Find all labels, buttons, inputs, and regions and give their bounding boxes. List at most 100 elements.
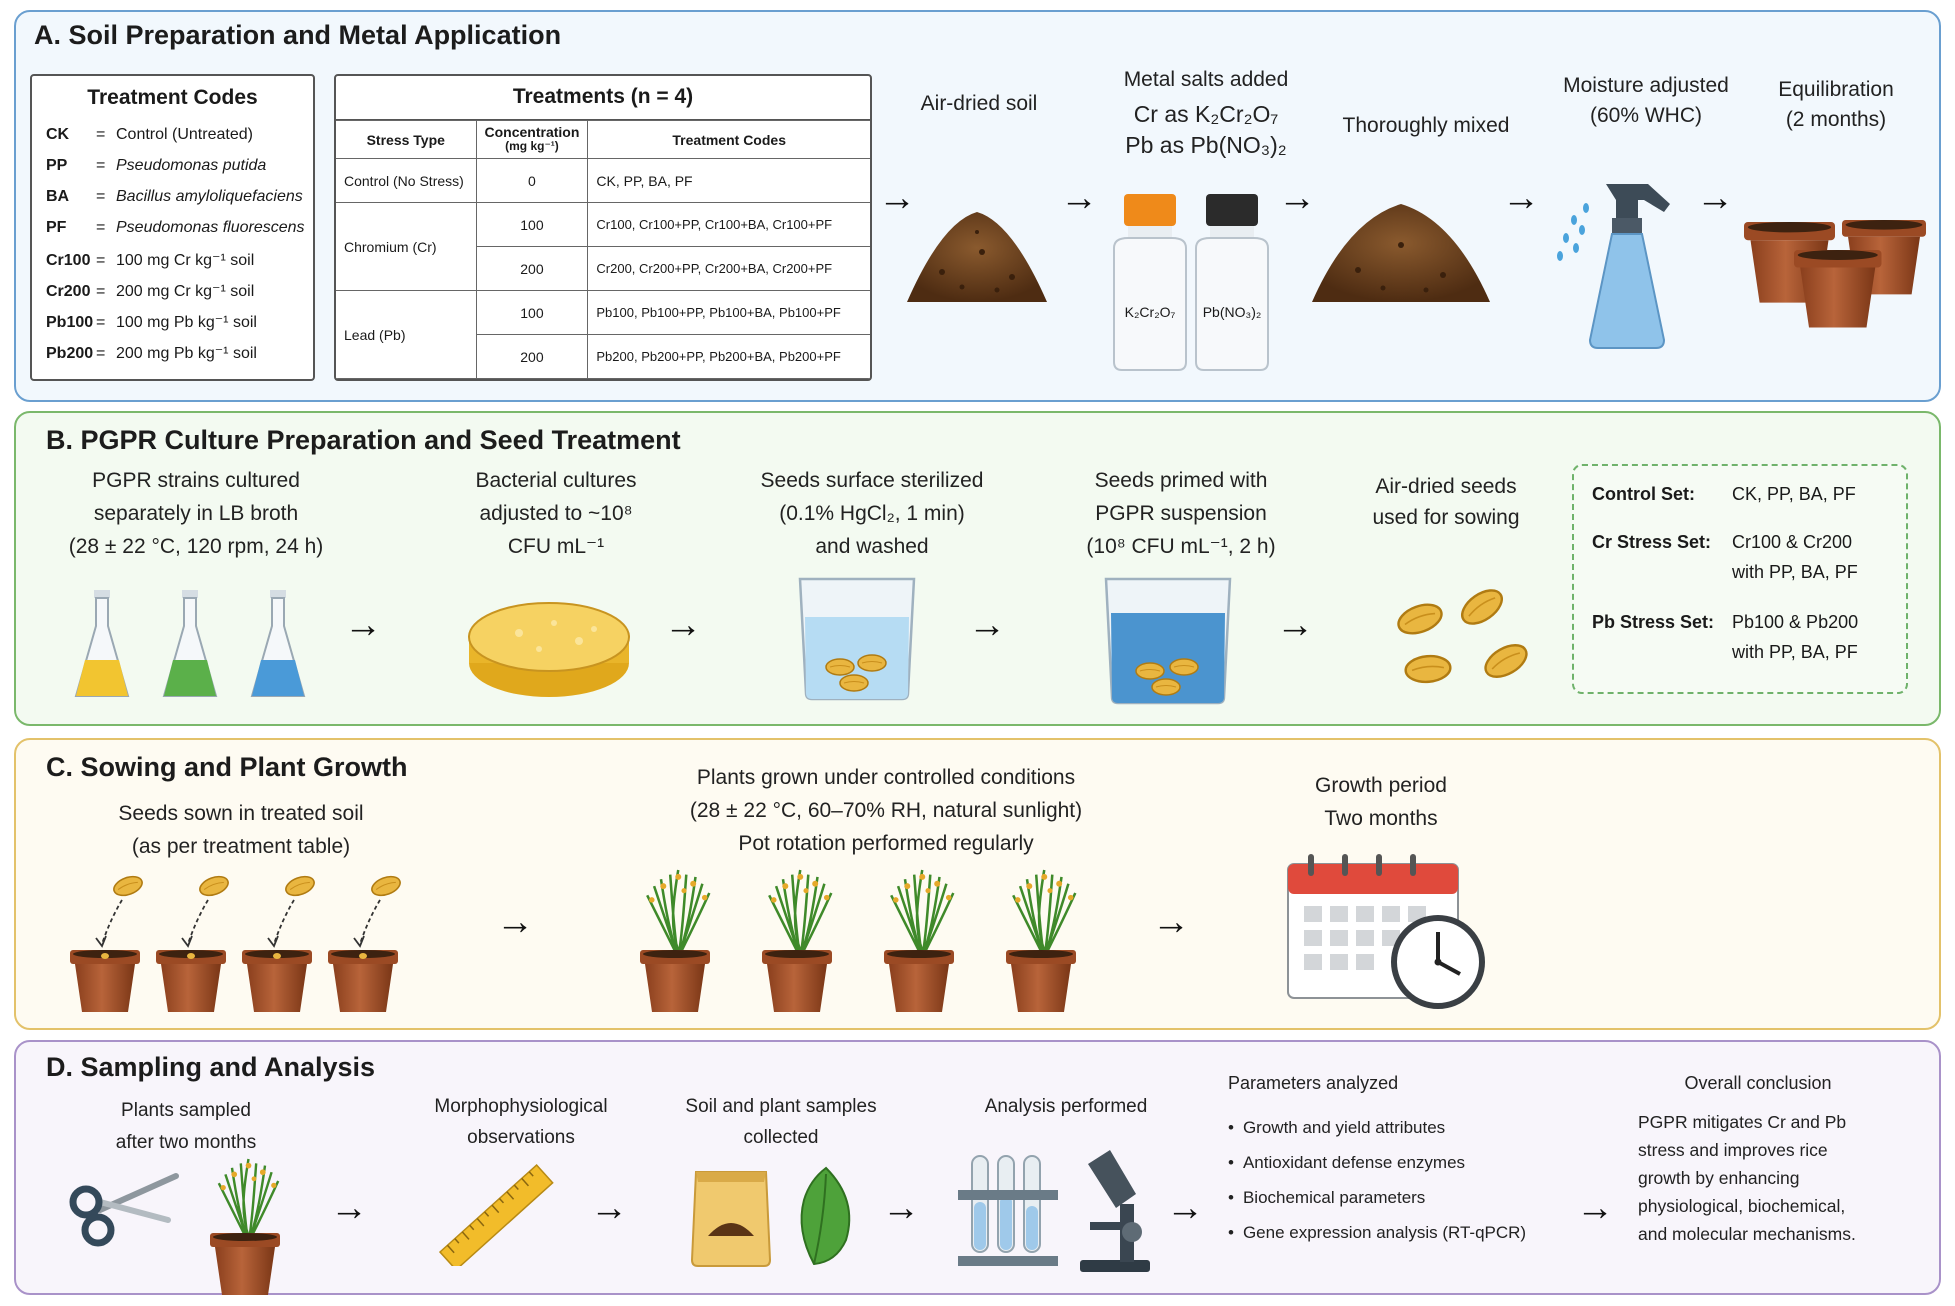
samples-line2: collected [743, 1127, 819, 1148]
table-cell: Pb200, Pb200+PP, Pb200+BA, Pb200+PF [587, 334, 870, 379]
morpho-line1: Morphophysiological [434, 1096, 608, 1117]
plant-icon [210, 1157, 280, 1295]
step-metal-salts-title: Metal salts added [1123, 68, 1289, 91]
panel-soil-preparation: A. Soil Preparation and Metal Applicatio… [14, 10, 1941, 402]
pot-icon [1744, 220, 1926, 328]
list-item: Antioxidant defense enzymes [1228, 1145, 1526, 1180]
treatment-code-row: CK=Control (Untreated) [46, 126, 253, 144]
samples-line1: Soil and plant samples [685, 1096, 877, 1117]
treatment-code-description: 100 mg Pb kg⁻¹ soil [116, 314, 257, 331]
beaker-icon [1104, 577, 1232, 705]
table-cell: 100 [475, 290, 589, 335]
equals-sign: = [96, 188, 106, 205]
arrow-icon: → [878, 177, 916, 219]
arrow-icon: → [968, 604, 1006, 646]
conclusion-title: Overall conclusion [1684, 1073, 1832, 1093]
treatment-code: PF [46, 219, 67, 236]
arrow-icon: → [590, 1187, 628, 1229]
step2-line2: adjusted to ~10⁸ [479, 502, 633, 525]
treatment-codes-heading: Treatment Codes [87, 86, 258, 109]
treatment-code: CK [46, 126, 70, 143]
equals-sign: = [96, 126, 106, 143]
treatment-code: Pb200 [46, 345, 94, 362]
arrow-icon: → [344, 604, 382, 646]
table-row: Lead (Pb) 100 Pb100, Pb100+PP, Pb100+BA,… [336, 290, 870, 379]
grow-line3: Pot rotation performed regularly [738, 832, 1034, 855]
treatment-code-row: Pb100= 100 mg Pb kg⁻¹ soil [46, 312, 257, 332]
grow-line2: (28 ± 22 °C, 60–70% RH, natural sunlight… [689, 799, 1083, 822]
spray-bottle-icon [1557, 184, 1670, 349]
treatment-code-description: Pseudomonas putida [116, 157, 267, 174]
table-cell: Chromium (Cr) [336, 202, 477, 291]
step4-line3: (10⁸ CFU mL⁻¹, 2 h) [1086, 535, 1276, 558]
treatment-code-row: BA = Bacillus amyloliquefaciens [46, 188, 303, 206]
equals-sign: = [96, 314, 106, 331]
treatment-code: Cr200 [46, 283, 91, 300]
equals-sign: = [96, 283, 106, 300]
pb-stress-set-line2: with PP, BA, PF [1732, 642, 1858, 662]
table-row: 200 Cr200, Cr200+PP, Cr200+BA, Cr200+PF [336, 246, 870, 291]
table-cell: Cr100, Cr100+PP, Cr100+BA, Cr100+PF [587, 202, 870, 247]
panel-a-title: A. Soil Preparation and Metal Applicatio… [34, 20, 562, 50]
list-item: Biochemical parameters [1228, 1180, 1526, 1215]
table-cell: 200 [476, 246, 589, 291]
panel-d-title: D. Sampling and Analysis [46, 1052, 376, 1082]
step-moisture-line2: (60% WHC) [1589, 104, 1702, 127]
panel-b-title: B. PGPR Culture Preparation and Seed Tre… [46, 425, 681, 455]
seed-icon [1393, 582, 1533, 685]
step-metal-pb: Pb as Pb(NO₃)₂ [1125, 132, 1287, 158]
table-cell: Pb100, Pb100+PP, Pb100+BA, Pb100+PF [587, 290, 870, 335]
equals-sign: = [96, 345, 106, 362]
table-cell: Cr200, Cr200+PP, Cr200+BA, Cr200+PF [587, 246, 870, 291]
arrow-icon: → [1502, 177, 1540, 219]
bottle-icon [1195, 194, 1269, 371]
treatments-table-box: Treatments (n = 4) Stress Type Concentra… [334, 74, 872, 381]
table-row: Chromium (Cr) 100 Cr100, Cr100+PP, Cr100… [336, 202, 870, 291]
pb-stress-set: Pb Stress Set:Pb100 & Pb200 [1592, 612, 1859, 632]
step-moisture-line1: Moisture adjusted [1563, 74, 1729, 97]
treatments-table: Stress Type Concentration (mg kg⁻¹) Trea… [336, 120, 870, 379]
treatment-code-row: PP = Pseudomonas putida [46, 157, 266, 175]
treatment-sets-box: Control Set:CK, PP, BA, PF Cr Stress Set… [1572, 464, 1908, 694]
treatment-code-description: 100 mg Cr kg⁻¹ soil [116, 252, 255, 269]
treatment-code-description: 200 mg Pb kg⁻¹ soil [116, 345, 257, 362]
sow-line1: Seeds sown in treated soil [118, 802, 364, 825]
step1-line2: separately in LB broth [93, 502, 299, 525]
step1-line3: (28 ± 22 °C, 120 rpm, 24 h) [68, 535, 324, 558]
arrow-icon: → [882, 1187, 920, 1229]
step4-line1: Seeds primed with [1094, 469, 1268, 492]
control-set: Control Set:CK, PP, BA, PF [1592, 484, 1856, 504]
table-cell: Lead (Pb) [336, 290, 477, 379]
treatment-code: Cr100 [46, 252, 91, 269]
clock-icon [1391, 915, 1485, 1009]
bottle-label-pb: Pb(NO₃)₂ [1202, 304, 1262, 320]
table-row: 200 Pb200, Pb200+PP, Pb200+BA, Pb200+PF [336, 334, 870, 379]
equals-sign: = [96, 219, 106, 236]
leaf-icon [800, 1166, 851, 1266]
step-air-dried-soil: Air-dried soil [920, 92, 1038, 115]
list-item: Growth and yield attributes [1228, 1110, 1526, 1145]
analysis-performed: Analysis performed [984, 1096, 1148, 1117]
treatment-code: BA [46, 188, 70, 205]
equals-sign: = [96, 157, 106, 174]
treatment-code-description: Bacillus amyloliquefaciens [116, 188, 303, 205]
table-cell: Control (No Stress) [336, 158, 477, 203]
bottle-icon [1113, 194, 1187, 371]
sampled-line2: after two months [115, 1132, 257, 1153]
arrow-icon: → [1278, 177, 1316, 219]
treatment-codes-box: Treatment Codes CK=Control (Untreated)PP… [30, 74, 315, 381]
cr-stress-set: Cr Stress Set:Cr100 & Cr200 [1592, 532, 1853, 552]
calendar-icon [1287, 854, 1485, 1009]
ruler-icon [438, 1163, 554, 1266]
test-tube-icon [958, 1155, 1058, 1266]
treatment-code: PP [46, 157, 68, 174]
treatment-code: Pb100 [46, 314, 94, 331]
bottle-label-cr: K₂Cr₂O₇ [1124, 304, 1176, 320]
flask-icon [74, 590, 306, 697]
cr-stress-set-line2: with PP, BA, PF [1732, 562, 1858, 582]
step3-line3: and washed [815, 535, 929, 558]
soil-bag-icon [690, 1171, 772, 1267]
table-cell: CK, PP, BA, PF [587, 158, 870, 203]
panel-sowing-growth: C. Sowing and Plant Growth Seeds sown in… [14, 738, 1941, 1030]
col-treatment-codes: Treatment Codes [587, 120, 870, 159]
